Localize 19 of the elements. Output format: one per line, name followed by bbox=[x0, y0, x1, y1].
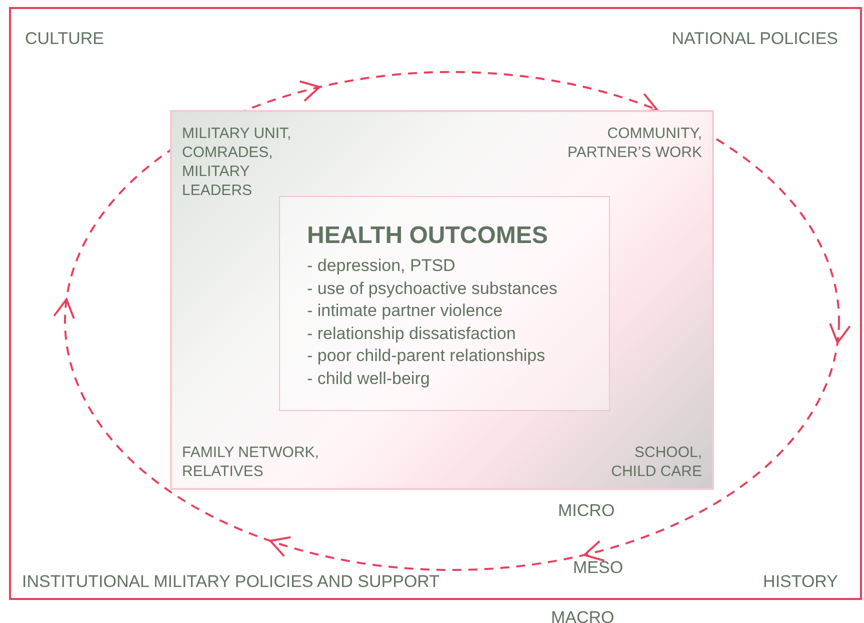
level-label: MESO bbox=[573, 557, 624, 579]
macro-label: CULTURE bbox=[25, 28, 104, 50]
micro-label: MILITARY UNIT, COMRADES, MILITARY LEADERS bbox=[182, 124, 292, 200]
level-label: MACRO bbox=[551, 607, 614, 623]
list-item: - poor child-parent relationships bbox=[307, 345, 546, 367]
level-label: MICRO bbox=[558, 500, 615, 522]
macro-label: HISTORY bbox=[763, 571, 838, 593]
list-item: - depression, PTSD bbox=[307, 255, 456, 277]
micro-label: SCHOOL, CHILD CARE bbox=[610, 443, 702, 481]
heading: HEALTH OUTCOMES bbox=[307, 221, 549, 251]
macro-label: INSTITUTIONAL MILITARY POLICIES AND SUPPORT bbox=[22, 571, 440, 593]
list-item: - relationship dissatisfaction bbox=[307, 322, 517, 344]
list-item: - intimate partner violence bbox=[307, 300, 504, 322]
macro-label: NATIONAL POLICIES bbox=[672, 28, 838, 50]
health-outcomes-box bbox=[279, 196, 610, 411]
micro-label: COMMUNITY, PARTNER’S WORK bbox=[566, 124, 702, 162]
list-item: - child well-beirg bbox=[307, 368, 431, 390]
list-item: - use of psychoactive substances bbox=[307, 278, 558, 300]
micro-label: FAMILY NETWORK, RELATIVES bbox=[182, 443, 320, 481]
